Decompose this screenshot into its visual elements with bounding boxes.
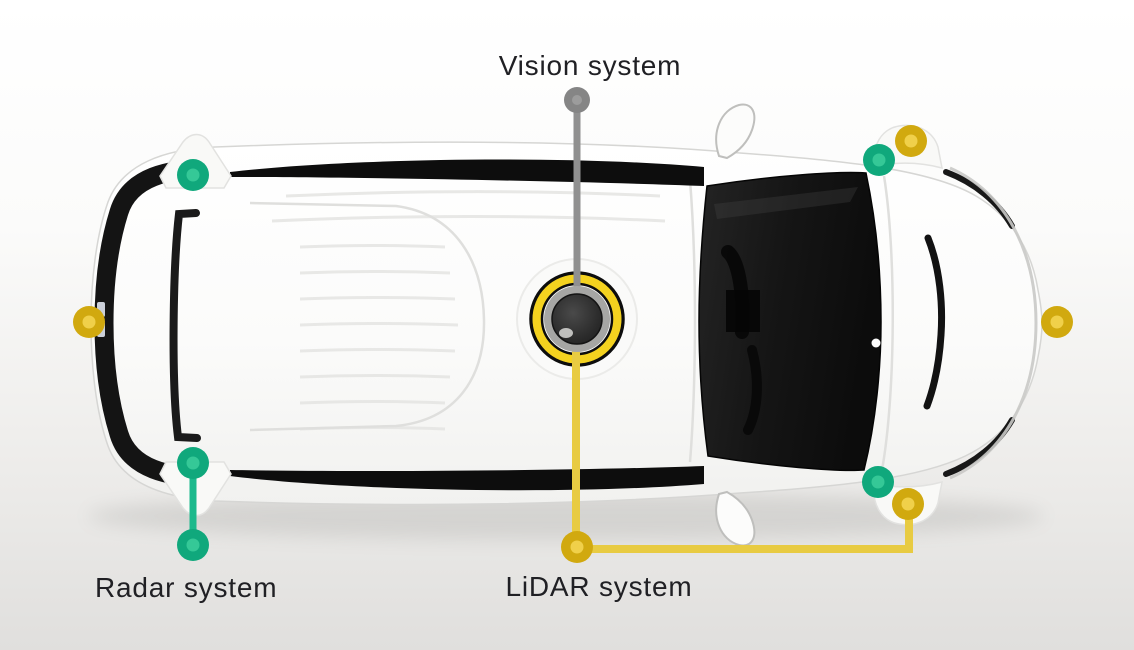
front-bumper-chrome — [949, 166, 1038, 480]
radar-sensor-dot — [177, 159, 209, 191]
lidar-sensor-dot — [1041, 306, 1073, 338]
vision-system-label: Vision system — [498, 50, 682, 81]
radar-sensor-dot — [177, 529, 209, 561]
hood-vent-arc — [923, 234, 946, 410]
windshield — [698, 171, 882, 472]
lidar-sensor-dot — [73, 306, 105, 338]
roof-panel-seam — [249, 175, 894, 471]
side-mirror-bottom — [715, 490, 756, 547]
windshield-reflection — [714, 187, 858, 219]
rear-trim-bracket — [169, 209, 201, 442]
washer-nozzle — [871, 338, 881, 348]
radar-sensor-dot — [862, 466, 894, 498]
vision-sensor-dot — [564, 87, 590, 113]
side-windows-top — [230, 159, 704, 186]
lidar-sensor-dot — [895, 125, 927, 157]
radar-sensor-dot — [863, 144, 895, 176]
lidar-sensor-dot — [892, 488, 924, 520]
radar-sensor-dot — [177, 447, 209, 479]
radar-system-label: Radar system — [95, 572, 278, 603]
lidar-connector-line — [577, 506, 913, 553]
windshield-wipers — [721, 245, 762, 435]
side-mirror-top — [715, 103, 756, 160]
lidar-dome — [544, 286, 610, 352]
lidar-sensor-dot — [561, 531, 593, 563]
lidar-system-label: LiDAR system — [505, 571, 693, 602]
sensor-dots — [73, 87, 1073, 563]
roof-ridges — [271, 190, 666, 431]
side-windows-bottom — [230, 466, 704, 491]
